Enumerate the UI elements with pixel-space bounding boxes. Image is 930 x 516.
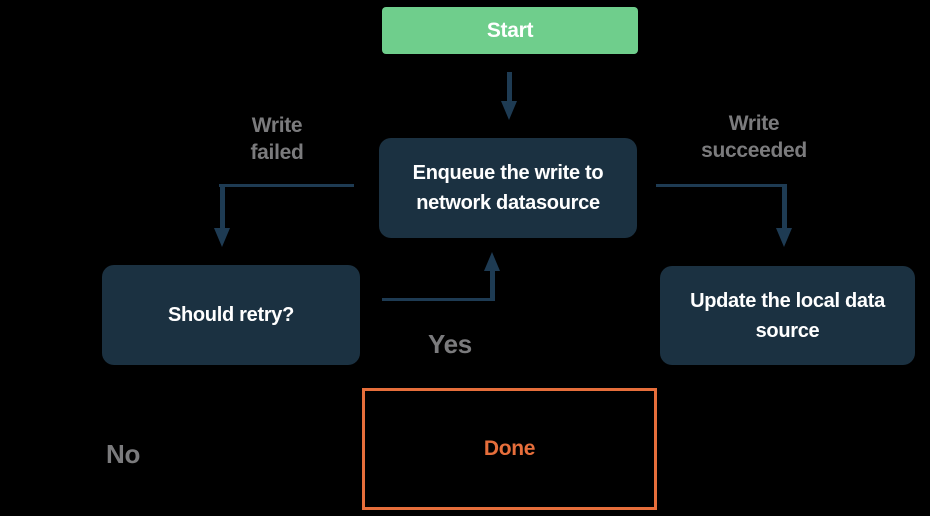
start-node: Start (382, 7, 638, 54)
retry-to-enqueue-arrowhead-icon (484, 252, 500, 271)
retry-to-enqueue-arrow-hline (382, 298, 495, 301)
enqueue-to-retry-arrow-hline (219, 184, 354, 187)
enqueue-to-update-arrow-vline (782, 184, 787, 228)
done-node: Done (362, 388, 657, 510)
write-failed-label: Write failed (250, 114, 304, 164)
enqueue-to-update-arrow-hline (656, 184, 787, 187)
write-succeeded-label: Write succeeded (701, 112, 807, 162)
yes-label: Yes (428, 329, 472, 359)
enqueue-to-retry-arrowhead-icon (214, 228, 230, 247)
no-label: No (105, 439, 141, 469)
enqueue-write-node: Enqueue the write to network datasource (379, 138, 637, 238)
update-local-source-node: Update the local data source (660, 266, 915, 365)
enqueue-to-retry-arrow-vline (220, 184, 225, 228)
enqueue-to-update-arrowhead-icon (776, 228, 792, 247)
start-to-enqueue-arrow-shaft (507, 72, 512, 101)
start-to-enqueue-arrowhead-icon (501, 101, 517, 120)
retry-to-enqueue-arrow-vline (490, 271, 495, 301)
should-retry-node: Should retry? (102, 265, 360, 365)
